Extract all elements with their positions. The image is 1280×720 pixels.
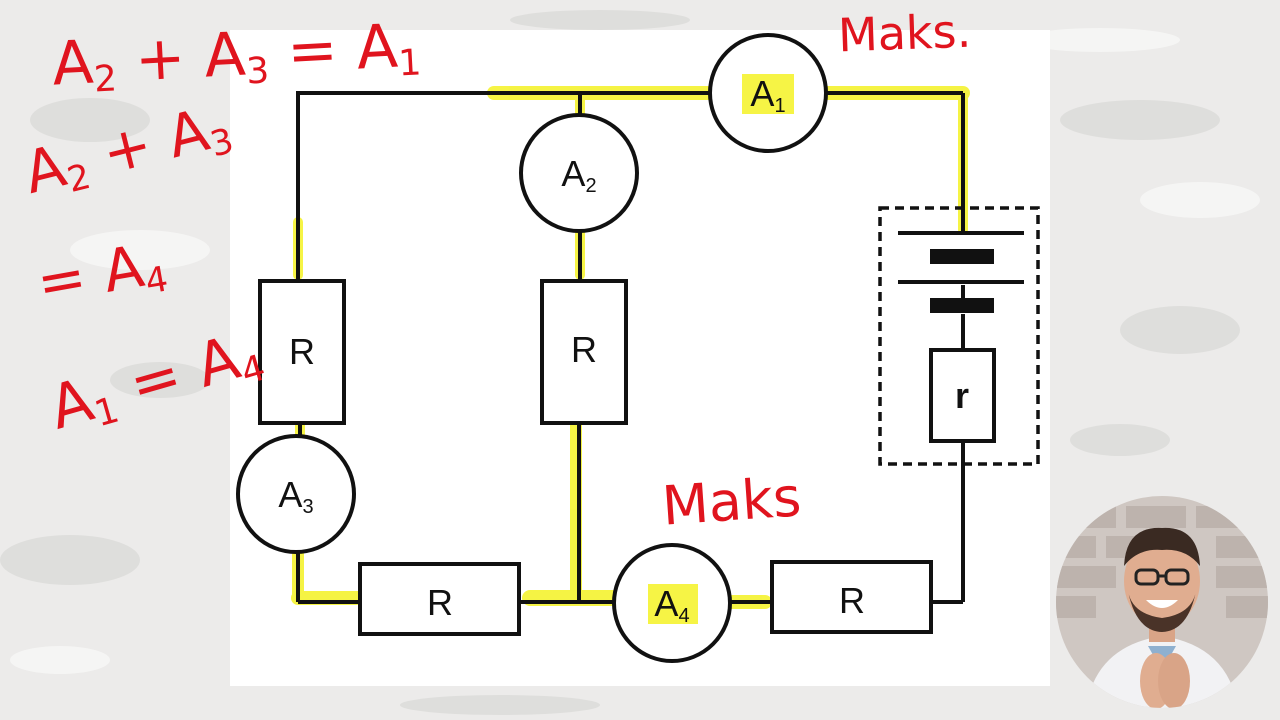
svg-text:A1: A1 [750,73,785,117]
ammeter-a2-index: 2 [585,175,596,197]
resistor-left-label: R [289,331,315,372]
battery-short-plate-1 [930,249,994,264]
resistor-bottom-left: R [358,562,521,636]
ammeter-a2: A2 [519,113,639,233]
battery-short-plate-2 [930,298,994,313]
ammeter-a1: A1 [708,33,828,153]
battery-dashed-box [878,206,1040,466]
person-avatar-icon [1056,496,1268,708]
resistor-bottom-right-label: R [839,580,865,621]
diagram-board: r R R R R A1 A2 [230,30,1050,686]
resistor-bottom-right: R [770,560,933,634]
label-maks-top: Maks. [837,3,973,63]
label-maks-bottom: Maks [659,465,804,538]
internal-resistor-label: r [955,375,969,416]
ammeter-a3-index: 3 [302,496,313,518]
ammeter-a1-index: 1 [774,95,785,117]
ammeter-a4-letter: A [654,583,678,624]
battery-cell: r [878,206,1040,466]
resistor-middle: R [540,279,628,425]
ammeter-a1-letter: A [750,73,774,114]
ammeter-a3-letter: A [278,474,302,515]
ammeter-a3: A3 [236,434,356,554]
ammeter-a4-index: 4 [678,605,689,627]
svg-text:A3: A3 [278,474,313,518]
resistor-left: R [258,279,346,425]
svg-text:A4: A4 [654,583,689,627]
circuit-diagram: r R R R R A1 A2 [236,33,1040,663]
ammeter-a2-letter: A [561,153,585,194]
resistor-bottom-left-label: R [427,582,453,623]
resistor-middle-label: R [571,329,597,370]
svg-text:A2: A2 [561,153,596,197]
internal-resistor [929,348,996,443]
ammeter-a4: A4 [612,543,732,663]
